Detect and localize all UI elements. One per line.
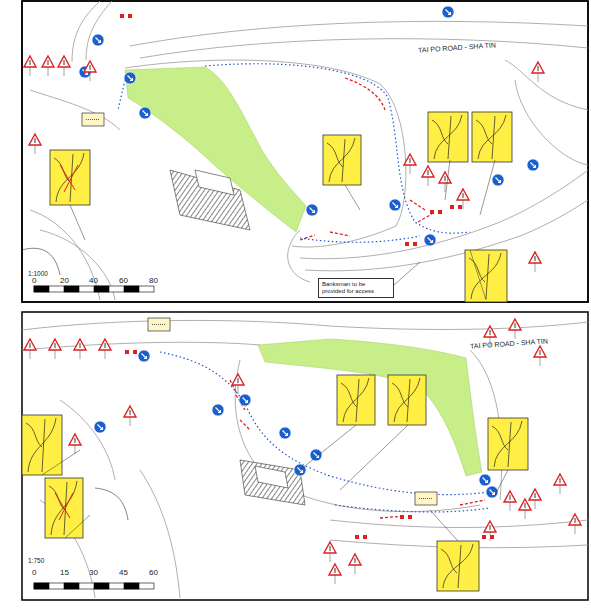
scale-text: 40 [89, 277, 98, 285]
sign-board [323, 135, 361, 185]
scale-text: 45 [119, 569, 128, 577]
sign-board [472, 112, 512, 162]
scale-text: 30 [89, 569, 98, 577]
sign-board [488, 418, 528, 470]
scale-text: 15 [60, 569, 69, 577]
sign-board [437, 541, 479, 591]
note-box: Banksman to be provided for access [318, 278, 394, 298]
scale-text: 1:750 [28, 558, 44, 565]
sign-board [337, 375, 375, 425]
scale-text: 20 [60, 277, 69, 285]
note-text: Banksman to be provided for access [322, 281, 390, 295]
sign-board [465, 250, 507, 302]
sign-board [50, 150, 90, 205]
scale-text: 0 [32, 569, 36, 577]
scale-text: 0 [32, 277, 36, 285]
scale-text: 60 [119, 277, 128, 285]
sign-board [428, 112, 468, 162]
sign-board [45, 478, 83, 538]
scale-text: 80 [149, 277, 158, 285]
sign-board [388, 375, 426, 425]
scale-text: 60 [149, 569, 158, 577]
scale-text: 1:1000 [28, 271, 48, 278]
